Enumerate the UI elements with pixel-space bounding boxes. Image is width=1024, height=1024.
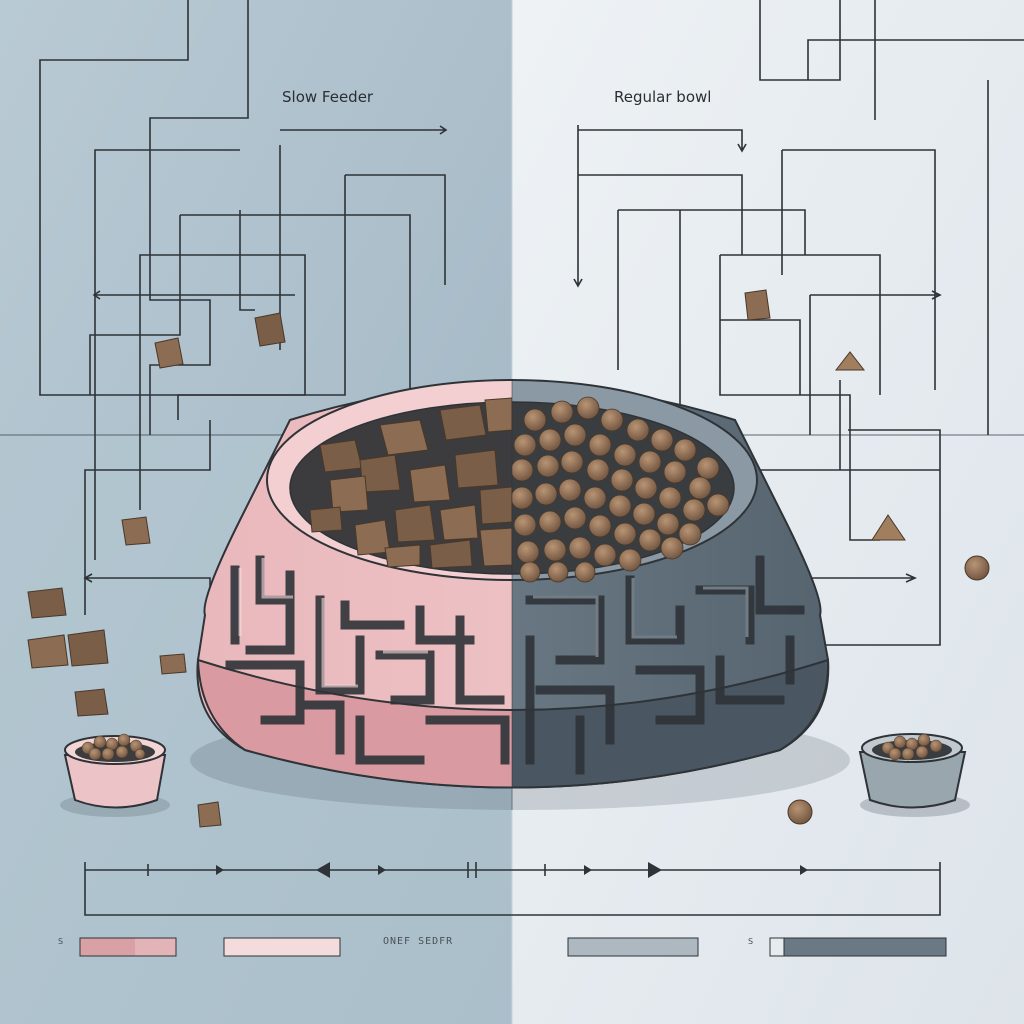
slow-feeder-label: Slow Feeder	[282, 88, 374, 106]
legend-marker-right: S	[748, 937, 754, 946]
timeline-markers	[216, 862, 808, 878]
footer-caption: ONEF SEDFR	[383, 936, 454, 947]
right-loose-kibble	[744, 289, 990, 825]
regular-bowl	[512, 379, 830, 789]
timeline	[84, 862, 941, 916]
regular-bowl-label: Regular bowl	[614, 88, 712, 106]
slow-feeder-bowl	[196, 379, 512, 789]
right-maze-lines	[573, 0, 1024, 646]
small-pink-bowl	[60, 733, 170, 817]
legend-marker-left: S	[58, 937, 64, 946]
small-grey-bowl	[858, 733, 970, 817]
left-loose-kibble	[27, 312, 286, 828]
footer-legend	[79, 937, 947, 957]
